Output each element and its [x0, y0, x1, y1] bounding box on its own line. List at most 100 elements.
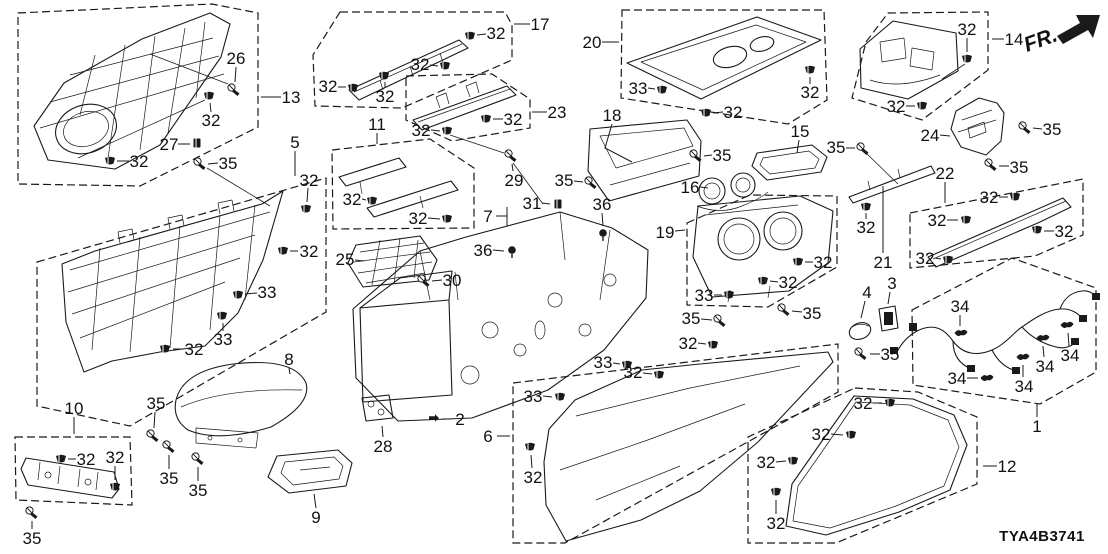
- leader-line-57-0: [697, 342, 707, 345]
- leader-line-26-0: [703, 154, 713, 157]
- part-label-3: 3: [887, 274, 896, 293]
- part-label-33: 33: [629, 79, 648, 98]
- fastener-clip-icon: [788, 456, 798, 465]
- part-label-24: 24: [921, 126, 940, 145]
- part-label-32: 32: [854, 394, 873, 413]
- fastener-screw-icon: [193, 157, 206, 170]
- aux-line-0: [206, 167, 271, 207]
- fastener-screw-icon: [1018, 121, 1031, 134]
- leader-line-20-0: [573, 180, 584, 183]
- part-21-rail: [848, 165, 936, 204]
- fastener-grommet-icon: [508, 246, 516, 258]
- part-6-right-side-panel: [543, 351, 834, 542]
- fastener-clip-icon: [961, 215, 971, 224]
- fastener-clip-icon: [805, 65, 815, 74]
- fastener-square-icon: [554, 199, 562, 209]
- part-label-32: 32: [724, 103, 743, 122]
- fastener-clip-icon: [367, 196, 377, 205]
- part-label-31: 31: [523, 194, 542, 213]
- part-label-32: 32: [524, 468, 543, 487]
- fastener-clip-icon: [233, 290, 243, 299]
- part-label-32: 32: [487, 24, 506, 43]
- part-label-22: 22: [936, 164, 955, 183]
- part-label-32: 32: [814, 253, 833, 272]
- part-label-32: 32: [980, 188, 999, 207]
- part-label-33: 33: [214, 330, 233, 349]
- part-label-35: 35: [160, 469, 179, 488]
- fastener-clip-icon: [379, 71, 389, 80]
- fastener-wclip-icon: [1060, 321, 1074, 329]
- part-label-27: 27: [160, 135, 179, 154]
- fastener-clip-icon: [885, 398, 895, 407]
- leader-line-80-0: [1067, 332, 1070, 347]
- fastener-clip-icon: [654, 370, 664, 379]
- aux-line-1: [149, 53, 229, 85]
- leader-line-88-0: [775, 460, 787, 463]
- part-label-32: 32: [77, 450, 96, 469]
- part-label-35: 35: [555, 171, 574, 190]
- leader-line-10-0: [476, 33, 487, 36]
- part-label-5: 5: [290, 133, 299, 152]
- part-16-cupholder-insert: [696, 172, 769, 211]
- fastener-clip-icon: [943, 255, 953, 264]
- part-9-lower-tray: [267, 449, 353, 494]
- part-4-knob: [848, 322, 872, 340]
- fastener-clip-icon: [708, 340, 718, 349]
- leader-line-38-0: [244, 292, 258, 295]
- part-label-25: 25: [336, 250, 355, 269]
- part-label-33: 33: [258, 283, 277, 302]
- leader-line-21-0: [604, 123, 633, 163]
- fastener-screw-icon: [227, 83, 240, 96]
- leader-line-77-0: [1032, 127, 1043, 130]
- part-label-32: 32: [319, 77, 338, 96]
- fastener-clip-icon: [110, 482, 120, 491]
- part-label-32: 32: [300, 242, 319, 261]
- part-label-32: 32: [679, 334, 698, 353]
- part-label-32: 32: [504, 110, 523, 129]
- part-label-11: 11: [368, 115, 386, 134]
- fastener-clip-icon: [56, 454, 66, 463]
- part-19-cupholder-unit: [692, 195, 834, 303]
- part-23-bracket: [412, 81, 517, 131]
- part-label-4: 4: [862, 283, 871, 302]
- part-label-28: 28: [374, 437, 393, 456]
- part-label-32: 32: [202, 111, 221, 130]
- part-15-boot-panel: [751, 144, 828, 181]
- group-box-5: [36, 177, 327, 427]
- fastener-screw-icon: [856, 142, 869, 155]
- fastener-screw-icon: [417, 274, 430, 287]
- part-3-switch: [878, 305, 899, 332]
- fastener-clip-icon: [555, 392, 565, 401]
- leader-line-81-0: [1042, 345, 1045, 358]
- group-box-20: [620, 9, 828, 125]
- leader-line-28-0: [699, 186, 709, 189]
- fastener-screw-icon: [162, 440, 175, 453]
- fastener-pin-icon: [429, 414, 439, 422]
- part-label-35: 35: [189, 481, 208, 500]
- part-17-trim-strip: [348, 39, 469, 101]
- part-label-34: 34: [951, 297, 970, 316]
- fastener-clip-icon: [917, 101, 927, 110]
- fastener-screw-icon: [504, 149, 517, 162]
- leader-line-5-0: [207, 162, 219, 165]
- aux-line-4: [865, 152, 899, 185]
- leader-line-37-0: [427, 217, 441, 220]
- leader-line-60-0: [791, 310, 803, 313]
- part-18-storage-tray: [587, 119, 702, 202]
- leader-line-12-0: [429, 64, 439, 67]
- part-label-32: 32: [376, 87, 395, 106]
- part-14-rear-trim-panel: [859, 20, 959, 100]
- part-label-32: 32: [1055, 222, 1074, 241]
- part-label-35: 35: [827, 138, 846, 157]
- fastener-clip-icon: [724, 290, 734, 299]
- fastener-clip-icon: [1010, 192, 1020, 201]
- leader-line-46-0: [153, 411, 156, 429]
- fastener-clip-icon: [481, 114, 491, 123]
- part-label-13: 13: [282, 88, 301, 107]
- part-8-armrest: [174, 361, 308, 449]
- part-label-32: 32: [958, 20, 977, 39]
- fr-arrow-icon: [1057, 15, 1100, 44]
- fastener-clip-icon: [217, 311, 227, 320]
- leader-line-55-0: [612, 362, 621, 365]
- fastener-clip-icon: [348, 83, 358, 92]
